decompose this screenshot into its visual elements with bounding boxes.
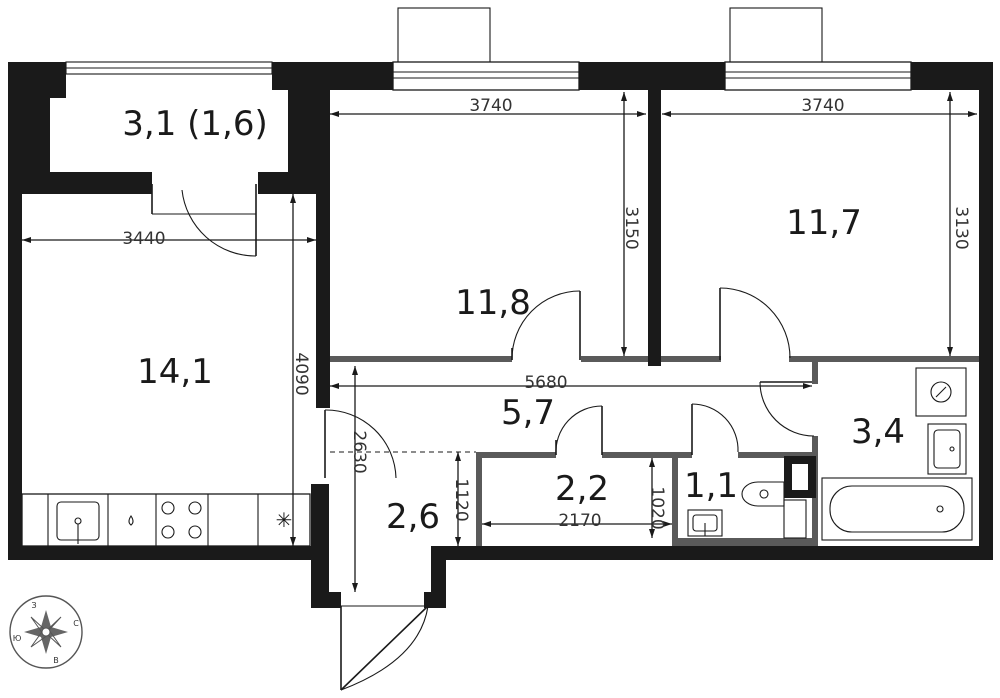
area-living: 14,1 bbox=[137, 352, 213, 392]
area-balcony: 3,1 (1,6) bbox=[122, 104, 267, 144]
stove-icon bbox=[161, 501, 202, 539]
area-storage: 2,2 bbox=[555, 469, 609, 509]
washing-machine-icon bbox=[915, 367, 967, 417]
dim-corridor-length: 5680 bbox=[524, 373, 567, 393]
compass-icon: З С В Ю bbox=[9, 595, 83, 669]
dim-living-depth: 4090 bbox=[291, 352, 311, 395]
window-balcony bbox=[65, 61, 273, 75]
dim-storage-width: 2170 bbox=[558, 511, 601, 531]
dimension-lines bbox=[22, 92, 977, 592]
exterior-walls bbox=[8, 62, 993, 608]
compass-south-label: В bbox=[53, 656, 59, 665]
area-corridor: 5,7 bbox=[501, 393, 555, 433]
dim-bedroom1-width: 3740 bbox=[469, 96, 512, 116]
area-bathroom: 3,4 bbox=[851, 412, 905, 452]
dim-bedroom1-depth: 3150 bbox=[621, 206, 641, 249]
toilet-fixtures bbox=[687, 456, 816, 539]
kitchen-counter: ✳ bbox=[21, 493, 311, 547]
bathroom-fixtures bbox=[821, 367, 973, 541]
compass-west-label: Ю bbox=[13, 634, 22, 643]
dim-toilet-depth: 1020 bbox=[647, 486, 667, 529]
compass-north-label: З bbox=[31, 601, 36, 610]
dim-bedroom2-depth: 3130 bbox=[951, 206, 971, 249]
area-toilet: 1,1 bbox=[684, 466, 738, 506]
dim-hall-length: 2630 bbox=[349, 430, 369, 473]
window-bedroom1 bbox=[392, 7, 580, 91]
dim-storage-depth: 1120 bbox=[451, 478, 471, 521]
compass-east-label: С bbox=[73, 619, 79, 628]
fridge-icon: ✳ bbox=[276, 508, 293, 532]
window-bedroom2 bbox=[724, 7, 912, 91]
toilet-icon bbox=[741, 481, 785, 507]
area-hall: 2,6 bbox=[386, 497, 440, 537]
bathroom-sink-icon bbox=[927, 423, 967, 475]
gas-valve-icon bbox=[128, 515, 134, 526]
bathtub-icon bbox=[821, 477, 973, 541]
dim-bedroom2-width: 3740 bbox=[801, 96, 844, 116]
doors bbox=[151, 184, 815, 691]
dim-living-width: 3440 bbox=[122, 229, 165, 249]
area-bedroom1: 11,8 bbox=[455, 283, 531, 323]
area-bedroom2: 11,7 bbox=[786, 203, 862, 243]
